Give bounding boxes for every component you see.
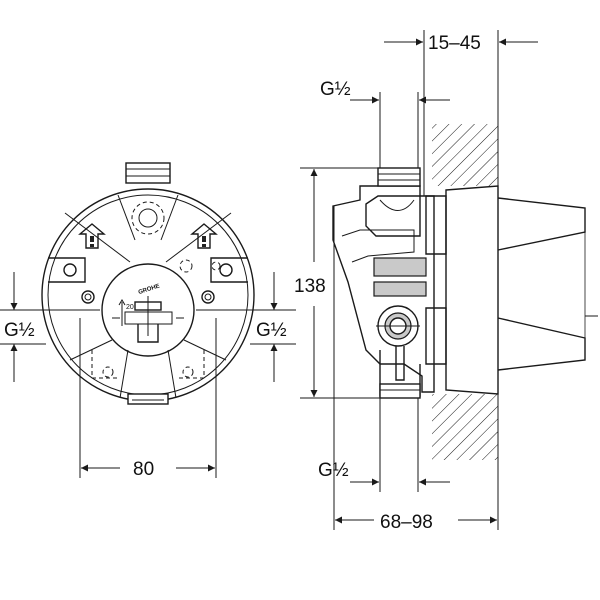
internal-channels [91,350,205,379]
protective-sleeve-bottom [497,317,586,371]
front-body-outline [41,188,255,402]
side-top-spigot [365,167,421,237]
cartridge-flange-lower [425,307,447,365]
dashed-boss-right [179,259,193,273]
depth-dimension: 68–98 [333,206,497,533]
mounting-screw-holes [81,290,215,304]
wall-hatch-lower [432,394,498,460]
depth-label: 68–98 [380,512,433,533]
height-label: 138 [294,276,326,297]
front-width-label: 80 [133,459,154,480]
body-ribs [44,212,252,399]
side-bottom-spigot [379,346,421,399]
left-thread-label: G½ [4,320,35,341]
wall-depth-dimension: 15–45 [384,30,538,196]
front-width-dimension: 80 [79,318,217,480]
wall-depth-label: 15–45 [428,33,481,54]
front-top-spigot [125,162,171,184]
bottom-thread-dimension: G½ [318,398,450,492]
cartridge-part-upper [373,257,427,277]
mounting-plate [445,185,499,395]
front-bottom-outlet [127,393,169,405]
protective-sleeve-top [497,197,586,251]
right-thread-dimension: G½ [256,272,287,382]
front-view: GROHE 20 [0,162,296,480]
side-body-upper-contour [341,229,415,263]
upper-right-arrow-icon [190,223,218,249]
wall-hatch-upper [432,124,498,186]
height-dimension: 138 [294,167,380,399]
mounting-lugs [48,257,248,283]
side-view: 138 G½ 15–45 G½ [294,30,598,533]
dashed-boss-far-right [211,261,221,271]
right-thread-label: G½ [256,320,287,341]
upper-left-arrow-icon [78,223,106,249]
top-thread-label: G½ [320,79,351,100]
side-outlet-port [376,305,420,347]
left-thread-dimension: G½ [4,272,35,382]
cartridge-part-middle [373,281,427,297]
bottom-thread-label: G½ [318,460,349,481]
stop-marking-label: 20 [126,304,134,311]
central-cartridge: GROHE 20 [101,263,195,357]
cartridge-flange-upper [425,195,447,255]
upper-port-feature [117,194,179,241]
top-thread-dimension: G½ [320,79,450,168]
